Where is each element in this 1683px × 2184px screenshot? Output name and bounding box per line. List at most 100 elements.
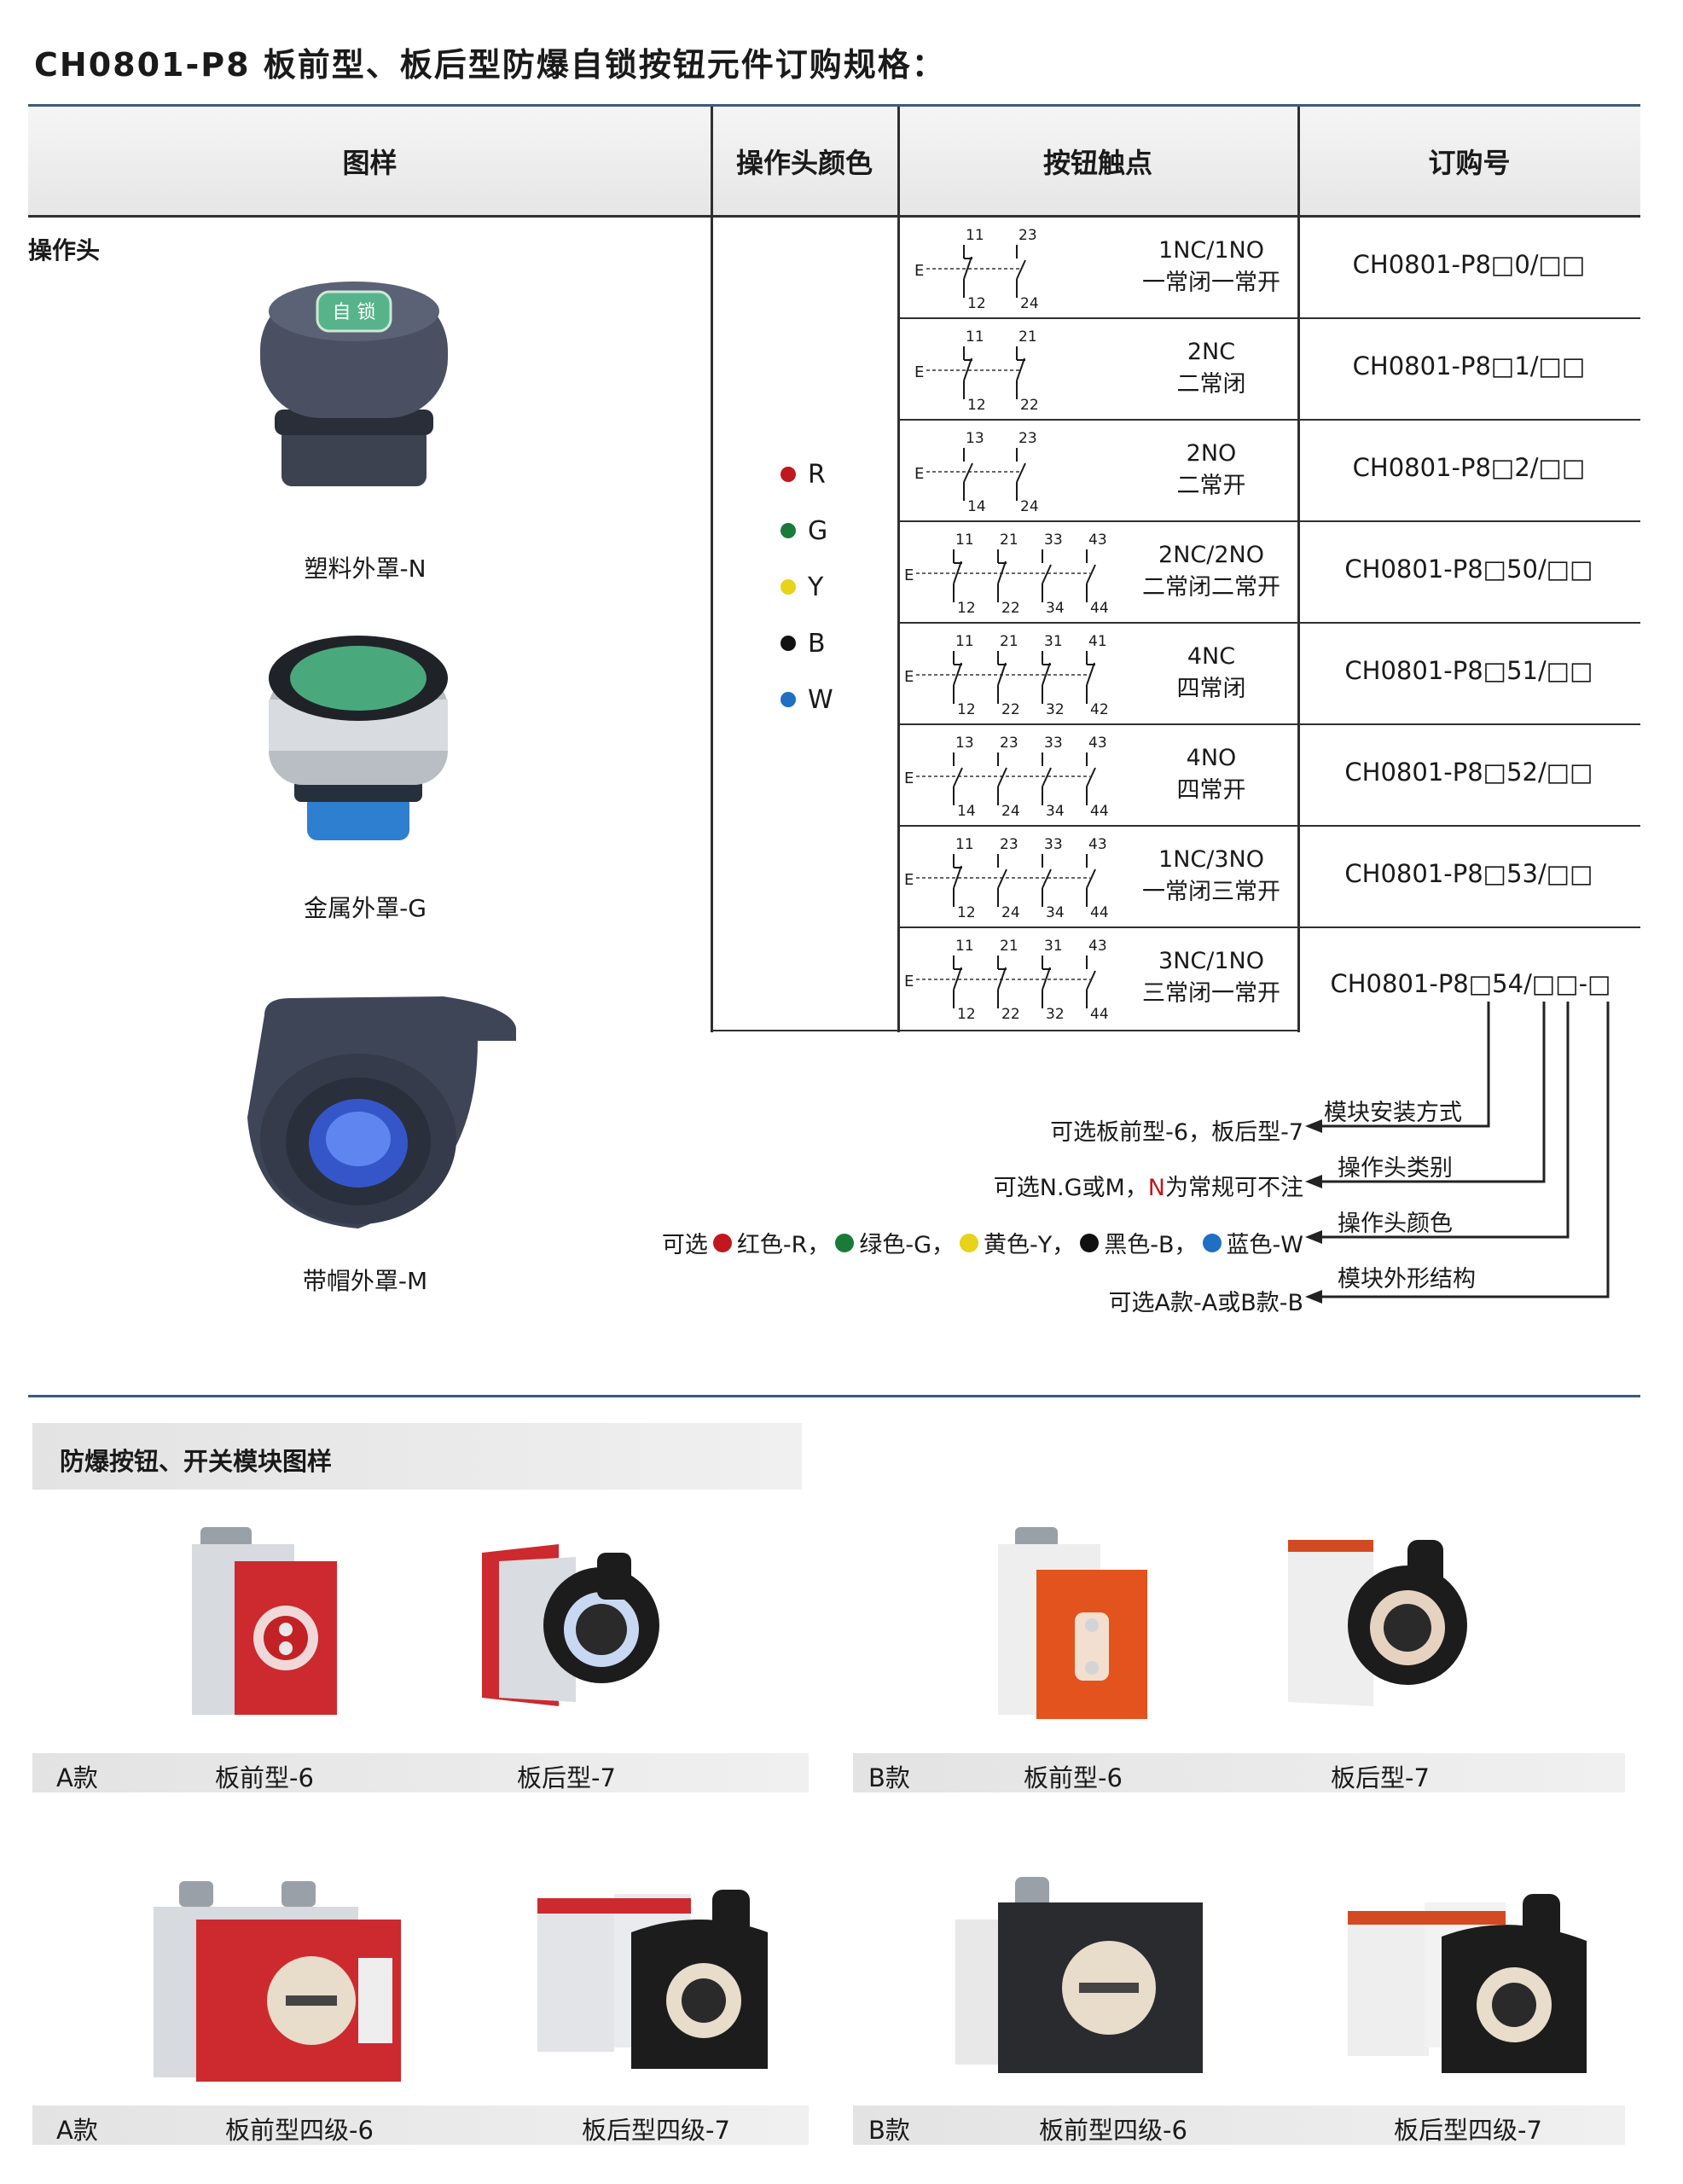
color-option-text: 绿色-G， [859,1232,955,1258]
contact-nc-switch [963,256,972,280]
green-dot-icon [781,523,796,538]
diagram-e-label: E [904,871,914,889]
contact-nc-switch [953,662,962,686]
terminal-number-bottom: 44 [1090,803,1109,817]
terminal-number-top: 11 [966,328,984,346]
row-divider [897,317,1640,319]
terminal-number-bottom: 14 [967,498,986,513]
contact-desc: 四常闭 [1176,676,1246,702]
color-option-text: 黄色-Y， [984,1232,1076,1258]
order-number: CH0801-P8□1/□□ [1352,351,1586,380]
diagram-e-label: E [904,770,914,787]
contact-nc-switch [997,662,1007,686]
color-list: R G Y B W [781,446,833,728]
terminal-number-top: 43 [1088,836,1107,853]
color-letter: R [808,459,826,490]
terminal-number-bottom: 24 [1020,295,1039,310]
section2-title: 防爆按钮、开关模块图样 [60,1447,333,1476]
contact-nc-switch [997,967,1007,990]
annotation-highlight: N [1147,1175,1165,1201]
contact-nc-switch [953,865,962,889]
terminal-number-bottom: 42 [1090,701,1109,716]
terminal-number-top: 23 [1000,735,1019,752]
terminal-number-top: 41 [1088,633,1107,650]
contact-code: 2NC [1187,339,1236,365]
diagram-e-label: E [904,973,914,990]
row-divider [897,926,1640,928]
terminal-number-top: 23 [1019,430,1037,447]
black-dot-icon [1080,1233,1100,1252]
module-style-label: B款 [868,1763,910,1792]
metal-head-image [269,636,448,840]
capped-head-image [247,996,516,1228]
head-caption-plastic: 塑料外罩-N [304,555,427,583]
row-divider [897,520,1640,522]
module-a-rear-image [482,1544,659,1706]
contact-no-switch [1016,259,1026,280]
terminal-number-top: 23 [1019,227,1037,244]
module-caption: 板后型四级-7 [1394,2116,1542,2145]
module-caption-bar: B款 板前型四级-6 板后型四级-7 [853,2106,1625,2145]
annotation-label: 操作头颜色 [1338,1211,1453,1237]
order-number: CH0801-P8□0/□□ [1352,250,1586,279]
terminal-number-top: 43 [1088,735,1107,752]
terminal-number-bottom: 34 [1046,600,1065,614]
color-letter: W [808,684,833,715]
contact-desc: 一常闭一常开 [1142,270,1280,296]
color-letter: G [808,515,828,546]
yellow-dot-icon [781,579,796,595]
color-option: W [781,671,833,728]
contact-no-switch [953,767,963,787]
contact-nc-switch [997,561,1007,584]
contact-no-switch [997,767,1007,787]
green-dot-icon [835,1233,855,1252]
diagram-e-label: E [904,566,914,584]
color-letter: B [808,628,826,659]
terminal-number-bottom: 12 [967,295,986,310]
row-divider [897,723,1640,725]
module-style-label: A款 [56,2116,98,2145]
row-divider [897,622,1640,624]
terminal-number-bottom: 24 [1001,904,1020,919]
terminal-number-top: 31 [1044,633,1063,650]
annotation-desc: 可选N.G或M，N为常规可不注 [994,1169,1303,1202]
annotation-desc-part: 可选N.G或M， [993,1175,1148,1201]
module-a-front-image [192,1527,337,1715]
module-b-front-image [998,1527,1147,1719]
contact-no-switch [963,462,973,483]
module-caption: 板前型四级-6 [1039,2116,1187,2145]
button-cap-text: 自 锁 [333,302,376,323]
annotation-label: 模块安装方式 [1324,1100,1462,1126]
contact-no-switch [1042,868,1052,889]
plastic-head-image: 自 锁 [260,282,448,486]
contact-code: 4NC [1187,643,1236,670]
terminal-number-top: 11 [955,531,974,549]
terminal-number-bottom: 44 [1090,1006,1109,1020]
module-caption: 板前型-6 [215,1763,314,1792]
annotation-desc-part: 为常规可不注 [1165,1175,1303,1201]
terminal-number-top: 21 [1000,633,1019,650]
table-divider [1297,107,1300,1032]
contact-no-switch [1042,564,1052,584]
contact-code: 1NC/3NO [1158,846,1264,873]
diagram-e-label: E [904,668,914,686]
terminal-number-top: 31 [1044,938,1063,955]
terminal-number-top: 13 [955,735,974,752]
header-order-number: 订购号 [1428,146,1511,179]
terminal-number-top: 43 [1088,938,1107,955]
annotation-desc: 可选板前型-6，板后型-7 [1050,1119,1303,1146]
terminal-number-bottom: 34 [1046,904,1065,919]
title-divider [28,104,1640,107]
contact-nc-switch [1042,967,1051,990]
order-number: CH0801-P8□52/□□ [1344,758,1593,787]
contact-no-switch [1016,462,1026,483]
module-b-rear-image [1288,1540,1467,1706]
module-caption-bar: A款 板前型-6 板后型-7 [32,1753,809,1792]
table-header: 图样 操作头颜色 按钮触点 订购号 [28,107,1640,218]
terminal-number-bottom: 22 [1001,600,1020,614]
color-option: B [781,615,833,671]
